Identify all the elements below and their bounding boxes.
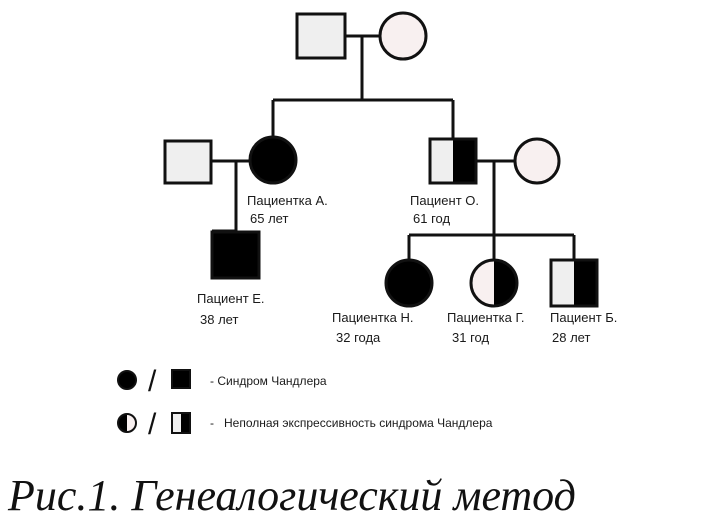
patient-b-age: 28 лет — [552, 330, 590, 345]
patient-b-name: Пациент Б. — [550, 310, 617, 325]
legend: / - Синдром Чандлера / - Неполная экспре… — [117, 365, 493, 441]
husband-a-square — [163, 139, 213, 185]
patient-g-name: Пациентка Г. — [447, 310, 525, 325]
pedigree-lines — [211, 34, 576, 260]
patient-o-name: Пациент О. — [410, 193, 479, 208]
legend-partial-text: - Неполная экспрессивность синдрома Чанд… — [210, 416, 493, 430]
legend-affected-text: - Синдром Чандлера — [210, 374, 327, 388]
legend-affected-square-icon — [171, 369, 191, 389]
grandmother-circle — [378, 11, 428, 61]
patient-e-name: Пациент Е. — [197, 291, 265, 306]
legend-affected-circle-icon — [117, 370, 137, 390]
patient-a-name: Пациентка А. — [247, 193, 328, 208]
patient-g-circle — [469, 258, 519, 308]
patient-a-circle — [248, 135, 298, 185]
legend-partial-circle-icon — [117, 413, 137, 433]
patient-n-name: Пациентка Н. — [332, 310, 413, 325]
patient-o-square — [428, 137, 478, 185]
patient-n-age: 32 года — [336, 330, 381, 345]
wife-o-circle — [513, 137, 561, 185]
patient-n-circle — [384, 258, 434, 308]
patient-g-age: 31 год — [452, 330, 489, 345]
patient-o-age: 61 год — [413, 211, 450, 226]
legend-slash: / — [148, 365, 157, 398]
patient-a-age: 65 лет — [250, 211, 288, 226]
patient-b-square — [549, 258, 599, 308]
legend-partial-square-icon — [171, 412, 191, 434]
patient-e-square — [210, 230, 261, 280]
legend-slash: / — [148, 408, 157, 441]
figure-caption: Рис.1. Генеалогический метод — [7, 471, 576, 520]
grandfather-square — [295, 12, 347, 60]
patient-e-age: 38 лет — [200, 312, 238, 327]
